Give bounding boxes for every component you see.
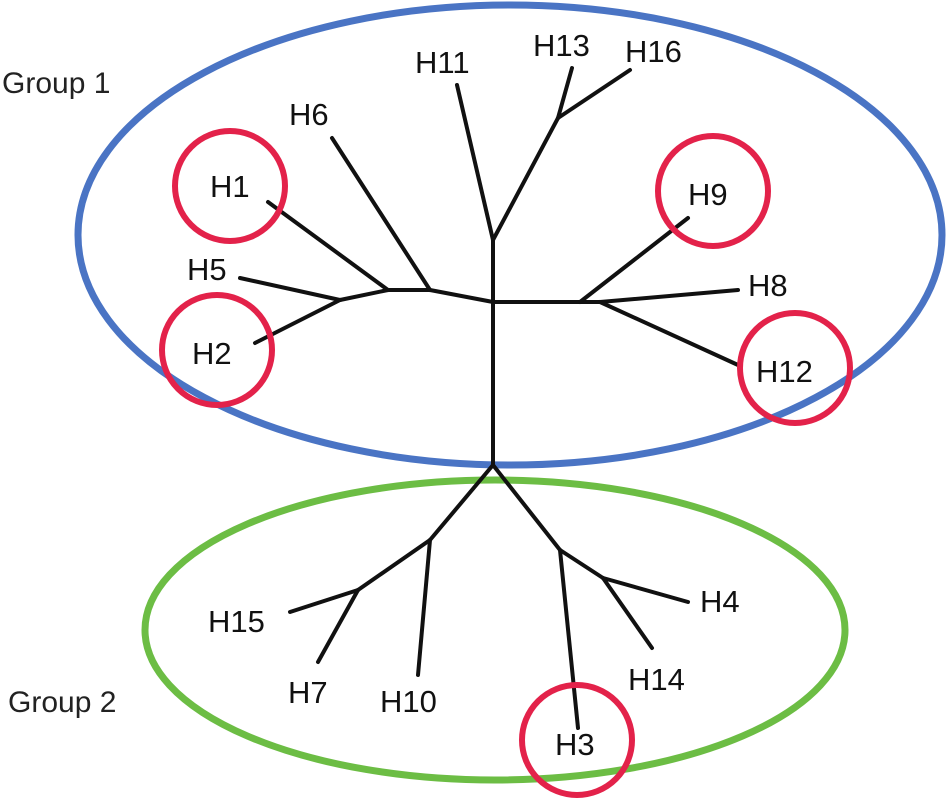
group-1-ellipse bbox=[74, 1, 946, 469]
group-2-label: Group 2 bbox=[8, 686, 116, 719]
leaf-label-h2: H2 bbox=[192, 336, 232, 371]
highlight-circle-h1 bbox=[172, 128, 288, 244]
highlight-circle-h9 bbox=[655, 133, 771, 249]
leaf-label-h1: H1 bbox=[210, 169, 250, 204]
branch-h15 bbox=[288, 588, 360, 614]
leaf-label-h13: H13 bbox=[533, 28, 590, 63]
leaf-label-h9: H9 bbox=[688, 177, 728, 212]
leaf-label-h8: H8 bbox=[748, 268, 788, 303]
branch-h15-h7-stem bbox=[356, 538, 432, 592]
branch-left-stem bbox=[338, 288, 495, 304]
leaf-label-h4: H4 bbox=[700, 584, 740, 619]
leaf-label-h12: H12 bbox=[756, 354, 813, 389]
branch-h11 bbox=[455, 83, 495, 242]
branch-h5 bbox=[238, 276, 342, 302]
highlight-circle-h3 bbox=[519, 682, 635, 798]
branch-h14 bbox=[601, 576, 654, 650]
leaf-label-h11: H11 bbox=[415, 45, 470, 80]
branch-h4 bbox=[601, 576, 690, 604]
highlight-circle-h2 bbox=[159, 292, 275, 408]
leaf-labels: H1 H2 H5 H6 H11 H13 H16 H9 H8 H12 H15 H7… bbox=[187, 28, 813, 762]
leaf-label-h16: H16 bbox=[625, 34, 682, 69]
branch-g2-right-stem bbox=[491, 463, 562, 552]
branch-h13 bbox=[556, 66, 574, 120]
leaf-label-h14: H14 bbox=[628, 662, 685, 697]
branch-h12 bbox=[598, 300, 740, 367]
branch-h13-h16-stem bbox=[491, 116, 560, 242]
leaf-label-h5: H5 bbox=[187, 252, 227, 287]
branch-h9 bbox=[578, 216, 690, 304]
branch-h10 bbox=[416, 538, 432, 677]
highlight-circle-h12 bbox=[737, 310, 853, 426]
branch-h1 bbox=[266, 200, 390, 292]
leaf-label-h6: H6 bbox=[289, 97, 329, 132]
branch-h16 bbox=[556, 68, 632, 120]
leaf-label-h3: H3 bbox=[555, 727, 595, 762]
branch-h7 bbox=[316, 588, 360, 664]
branch-h3 bbox=[558, 548, 580, 730]
group-2-ellipse bbox=[141, 476, 849, 784]
branch-h8 bbox=[598, 288, 740, 304]
branch-h6 bbox=[330, 136, 432, 292]
branch-h4-h14-stem bbox=[558, 548, 605, 580]
leaf-label-h15: H15 bbox=[208, 604, 265, 639]
branch-g2-left-stem bbox=[428, 463, 495, 542]
leaf-label-h10: H10 bbox=[380, 684, 437, 719]
leaf-label-h7: H7 bbox=[288, 675, 328, 710]
group-1-label: Group 1 bbox=[2, 67, 110, 100]
highlight-circles bbox=[159, 128, 853, 798]
